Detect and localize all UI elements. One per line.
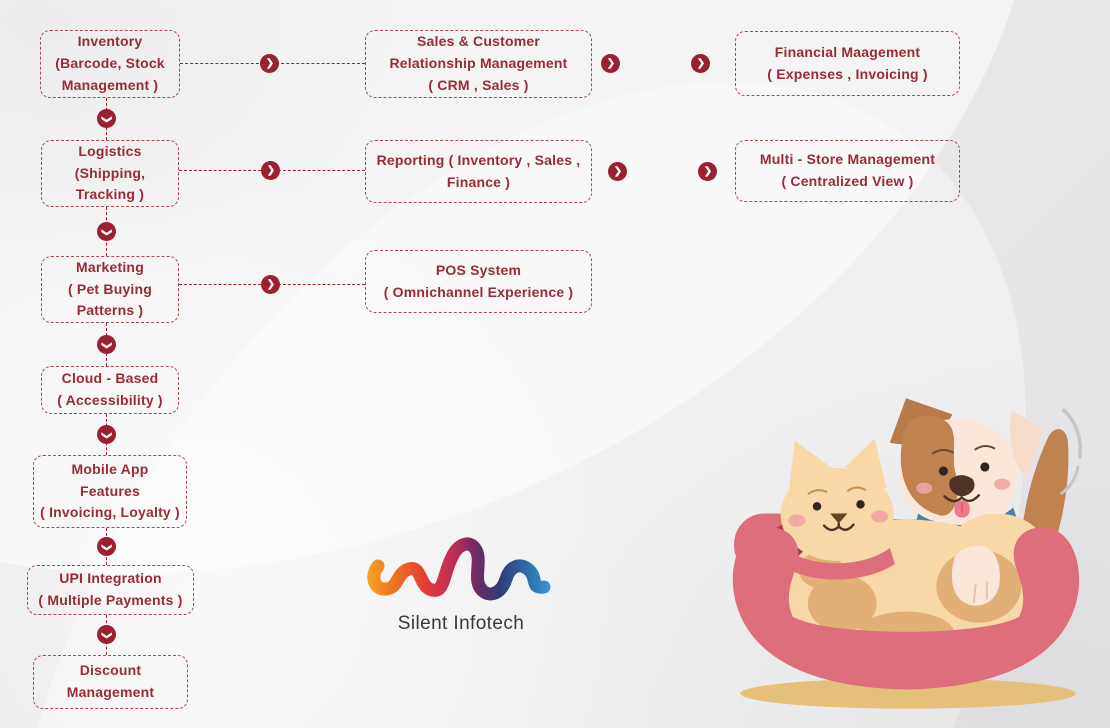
arrow-right-icon: ❯	[698, 162, 717, 181]
arrow-down-icon: ❯	[97, 335, 116, 354]
flow-box-marketing: Marketing ( Pet Buying Patterns )	[41, 256, 179, 323]
arrow-down-icon: ❯	[97, 625, 116, 644]
arrow-down-icon: ❯	[97, 537, 116, 556]
tail-motion-line	[1061, 408, 1083, 459]
logo-wave-icon	[367, 537, 551, 601]
flow-box-sales-crm: Sales & Customer Relationship Management…	[365, 30, 592, 98]
background-glow	[0, 140, 640, 728]
brand-name: Silent Infotech	[397, 613, 525, 634]
arrow-down-icon: ❯	[97, 425, 116, 444]
cat-collar	[782, 547, 895, 580]
flow-box-financial-management: Financial Maagement ( Expenses , Invoici…	[735, 31, 960, 96]
flow-box-cloud-based: Cloud - Based ( Accessibility )	[41, 366, 179, 414]
cat-and-dog-pet-bed-illustration	[732, 398, 1083, 709]
flow-box-upi-integration: UPI Integration ( Multiple Payments )	[27, 565, 194, 615]
arrow-right-icon: ❯	[601, 54, 620, 73]
dog-paw	[951, 545, 1000, 606]
flow-box-logistics: Logistics (Shipping, Tracking )	[41, 140, 179, 207]
tail-motion-line	[1060, 465, 1080, 495]
arrow-right-icon: ❯	[691, 54, 710, 73]
arrow-right-icon: ❯	[261, 161, 280, 180]
flow-box-multi-store-management: Multi - Store Management ( Centralized V…	[735, 140, 960, 202]
flow-box-discount-management: Discount Management	[33, 655, 188, 709]
flow-box-pos-system: POS System ( Omnichannel Experience )	[365, 250, 592, 313]
arrow-right-icon: ❯	[260, 54, 279, 73]
arrow-right-icon: ❯	[608, 162, 627, 181]
brand-logo: Silent Infotech	[366, 534, 556, 635]
flow-box-mobile-app-features: Mobile App Features ( Invoicing, Loyalty…	[33, 455, 187, 528]
arrow-right-icon: ❯	[261, 275, 280, 294]
arrow-down-icon: ❯	[97, 222, 116, 241]
flow-box-reporting: Reporting ( Inventory , Sales , Finance …	[365, 140, 592, 203]
flow-box-inventory: Inventory (Barcode, Stock Management )	[40, 30, 180, 98]
floor-shadow	[740, 678, 1076, 709]
pet-bed	[732, 527, 1080, 690]
arrow-down-icon: ❯	[97, 109, 116, 128]
